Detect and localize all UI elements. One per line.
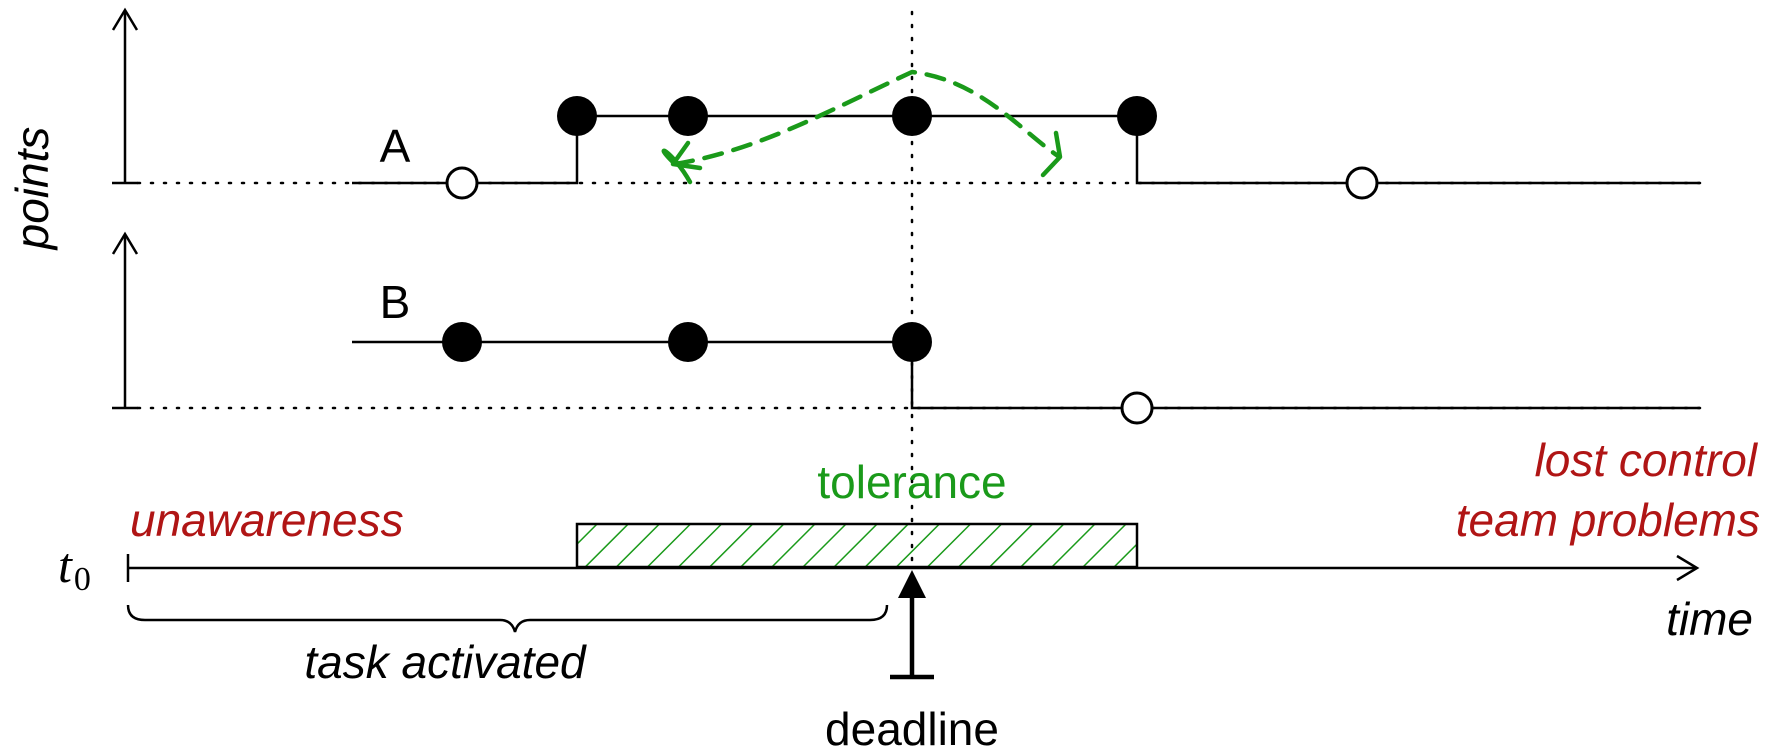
series-a-filled-marker [892, 96, 932, 136]
deadline-label: deadline [825, 703, 999, 755]
unawareness-label: unawareness [130, 494, 404, 546]
task-activated-brace [126, 604, 889, 633]
time-axis [126, 554, 1700, 582]
series-b-filled-marker [442, 322, 482, 362]
time-axis-label: time [1666, 593, 1753, 645]
tolerance-label: tolerance [817, 456, 1006, 508]
task-shift-arrows [661, 69, 1063, 185]
y-axis-label: points [6, 127, 58, 252]
deadline-arrow-icon [890, 570, 934, 680]
team-problems-label: team problems [1456, 494, 1760, 546]
tolerance-area [575, 522, 1139, 569]
series-b-axis [111, 231, 139, 410]
series-a-axis [111, 7, 139, 185]
series-b-line [352, 340, 1700, 410]
series-b-filled-marker [892, 322, 932, 362]
task-activated-label: task activated [304, 636, 587, 688]
series-a-label: A [380, 120, 411, 172]
t0-label: t0 [58, 537, 91, 598]
series-b-empty-marker [1120, 391, 1154, 425]
series-a-empty-marker [1345, 166, 1379, 200]
series-a-filled-marker [557, 96, 597, 136]
lost-control-label: lost control [1535, 434, 1759, 486]
series-b-filled-marker [668, 322, 708, 362]
series-a-filled-marker [668, 96, 708, 136]
series-a-line [352, 114, 1700, 185]
series-b-label: B [380, 276, 411, 328]
series-a-empty-marker [445, 166, 479, 200]
series-a-filled-marker [1117, 96, 1157, 136]
